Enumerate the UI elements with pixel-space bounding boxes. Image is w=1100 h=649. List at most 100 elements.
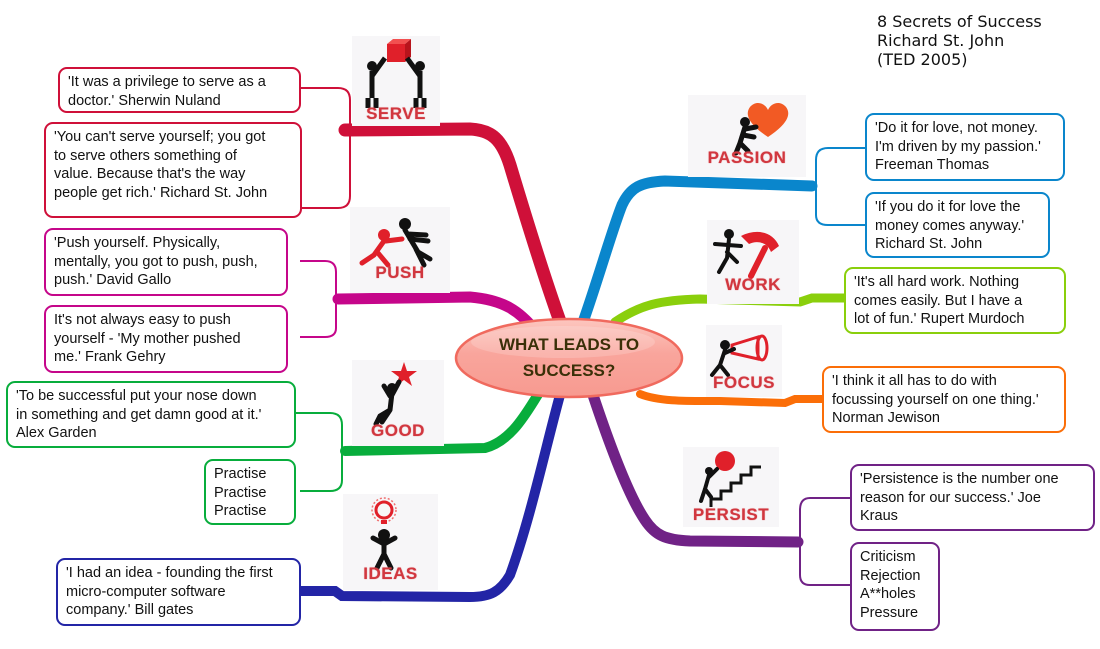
branch-label-passion: PASSION	[707, 148, 787, 167]
branch-focus-trunk	[636, 390, 828, 408]
quote-line: comes easily. But I have a	[854, 292, 1023, 309]
quote-box-good-2[interactable]: Practise Practise Practise	[204, 459, 296, 525]
quote-line: Richard St. John	[875, 236, 983, 252]
people-lifting-box-icon	[365, 39, 427, 108]
quote-line: Practise	[214, 466, 267, 482]
quote-line: 'Do it for love, not money.	[875, 120, 1038, 136]
map-title: 8 Secrets of Success Richard St. John (T…	[877, 12, 1042, 69]
central-topic-text: WHAT LEADS TO SUCCESS?	[453, 316, 685, 400]
branch-label-persist: PERSIST	[692, 505, 770, 524]
quote-line: 'If you do it for love the	[875, 199, 1021, 215]
quote-line: 'I had an idea - founding the first	[66, 565, 273, 581]
branch-serve-bracket	[300, 87, 351, 209]
quote-line: A**holes	[860, 586, 916, 602]
central-ellipse	[454, 317, 684, 399]
quote-box-work-1[interactable]: 'It's all hard work. Nothing comes easil…	[844, 267, 1066, 334]
quote-line: money comes anyway.'	[875, 217, 1025, 234]
central-topic-line: WHAT LEADS TO	[498, 335, 640, 354]
good-node[interactable]: GOOD	[352, 360, 444, 446]
quote-line: Norman Jewison	[832, 410, 940, 426]
quote-line: in something and get damn good at it.'	[16, 406, 262, 423]
branch-passion	[576, 147, 866, 331]
quote-line: people get rich.' Richard St. John	[54, 184, 268, 201]
branch-persist	[587, 389, 850, 586]
quote-box-push-2[interactable]: It's not always easy to push yourself - …	[44, 305, 288, 373]
branch-label-work: WORK	[725, 275, 781, 294]
branch-label-serve: SERVE	[366, 104, 426, 123]
quote-line: 'It was a privilege to serve as a	[68, 74, 266, 90]
quote-line: I'm driven by my passion.'	[875, 138, 1041, 155]
central-topic[interactable]: WHAT LEADS TO SUCCESS?	[453, 316, 685, 400]
quote-line: yourself - 'My mother pushed	[54, 330, 241, 347]
branch-serve-trunk	[338, 122, 572, 342]
branch-serve	[300, 87, 572, 342]
quote-box-good-1[interactable]: 'To be successful put your nose down in …	[6, 381, 296, 448]
quote-line: 'To be successful put your nose down	[16, 388, 257, 404]
person-pushing-ball-upstairs-icon	[699, 451, 761, 507]
branch-label-push: PUSH	[375, 263, 425, 282]
quote-box-serve-1[interactable]: 'It was a privilege to serve as a doctor…	[58, 67, 301, 113]
branch-label-good: GOOD	[371, 421, 425, 440]
quote-line: lot of fun.' Rupert Murdoch	[854, 311, 1025, 327]
person-climbing-heart-icon	[733, 103, 789, 156]
quote-line: Alex Garden	[16, 425, 97, 441]
quote-box-serve-2[interactable]: 'You can't serve yourself; you got to se…	[44, 122, 302, 218]
person-reaching-star-icon	[373, 362, 417, 427]
quote-line: 'I think it all has to do with	[832, 373, 997, 389]
quote-line: mentally, you got to push, push,	[54, 253, 258, 270]
quote-line: 'Persistence is the number one	[860, 471, 1059, 487]
quote-box-ideas-1[interactable]: 'I had an idea - founding the first micr…	[56, 558, 301, 626]
quote-line: It's not always easy to push	[54, 312, 231, 328]
branch-label-focus: FOCUS	[713, 373, 775, 392]
quote-line: me.' Frank Gehry	[54, 349, 166, 365]
quote-box-passion-2[interactable]: 'If you do it for love the money comes a…	[865, 192, 1050, 258]
subtitle-author: Richard St. John	[877, 31, 1005, 50]
branch-ideas-trunk	[295, 390, 565, 603]
passion-node[interactable]: PASSION	[688, 95, 806, 177]
branch-focus	[636, 390, 828, 408]
quote-line: doctor.' Sherwin Nuland	[68, 92, 221, 109]
quote-line: Criticism	[860, 549, 916, 565]
persist-node[interactable]: PERSIST	[683, 447, 779, 527]
branch-ideas	[295, 390, 565, 603]
quote-line: value. Because that's the way	[54, 166, 246, 182]
branch-passion-trunk	[576, 175, 818, 331]
person-lightbulb-icon	[370, 497, 398, 571]
quote-line: micro-computer software	[66, 583, 226, 600]
quote-line: focussing yourself on one thing.'	[832, 391, 1039, 408]
quote-line: 'Push yourself. Physically,	[54, 235, 221, 251]
work-node[interactable]: WORK	[707, 220, 799, 304]
quote-line: Kraus	[860, 508, 898, 524]
quote-line: push.' David Gallo	[54, 272, 172, 288]
ideas-node[interactable]: IDEAS	[343, 494, 438, 590]
title-line: 8 Secrets of Success	[877, 12, 1042, 31]
quote-box-persist-1[interactable]: 'Persistence is the number one reason fo…	[850, 464, 1095, 531]
quote-box-focus-1[interactable]: 'I think it all has to do with focussing…	[822, 366, 1066, 433]
person-hammer-icon	[713, 229, 779, 279]
branch-good-bracket	[296, 412, 343, 492]
branch-push-bracket	[300, 260, 337, 338]
branch-persist-bracket	[799, 497, 850, 586]
branch-persist-trunk	[587, 389, 804, 548]
quote-box-passion-1[interactable]: 'Do it for love, not money. I'm driven b…	[865, 113, 1065, 181]
push-node[interactable]: PUSH	[350, 207, 450, 293]
quote-line: Rejection	[860, 567, 921, 584]
quote-line: to serve others something of	[54, 147, 237, 164]
subtitle-source: (TED 2005)	[877, 50, 968, 69]
quote-line: Practise	[214, 503, 267, 519]
branch-label-ideas: IDEAS	[363, 564, 418, 583]
quote-line: Pressure	[860, 604, 919, 621]
branch-passion-bracket	[815, 147, 866, 226]
quote-box-push-1[interactable]: 'Push yourself. Physically, mentally, yo…	[44, 228, 288, 296]
person-megaphone-icon	[710, 334, 769, 377]
quote-line: company.' Bill gates	[66, 602, 194, 618]
serve-node[interactable]: SERVE	[352, 36, 440, 126]
quote-line: Practise	[214, 484, 267, 501]
quote-box-persist-2[interactable]: Criticism Rejection A**holes Pressure	[850, 542, 940, 631]
person-pushing-icon	[359, 218, 433, 268]
central-topic-line: SUCCESS?	[522, 361, 616, 380]
quote-line: Freeman Thomas	[875, 157, 990, 173]
quote-line: 'It's all hard work. Nothing	[854, 274, 1020, 290]
quote-line: 'You can't serve yourself; you got	[54, 129, 266, 145]
focus-node[interactable]: FOCUS	[706, 325, 782, 397]
